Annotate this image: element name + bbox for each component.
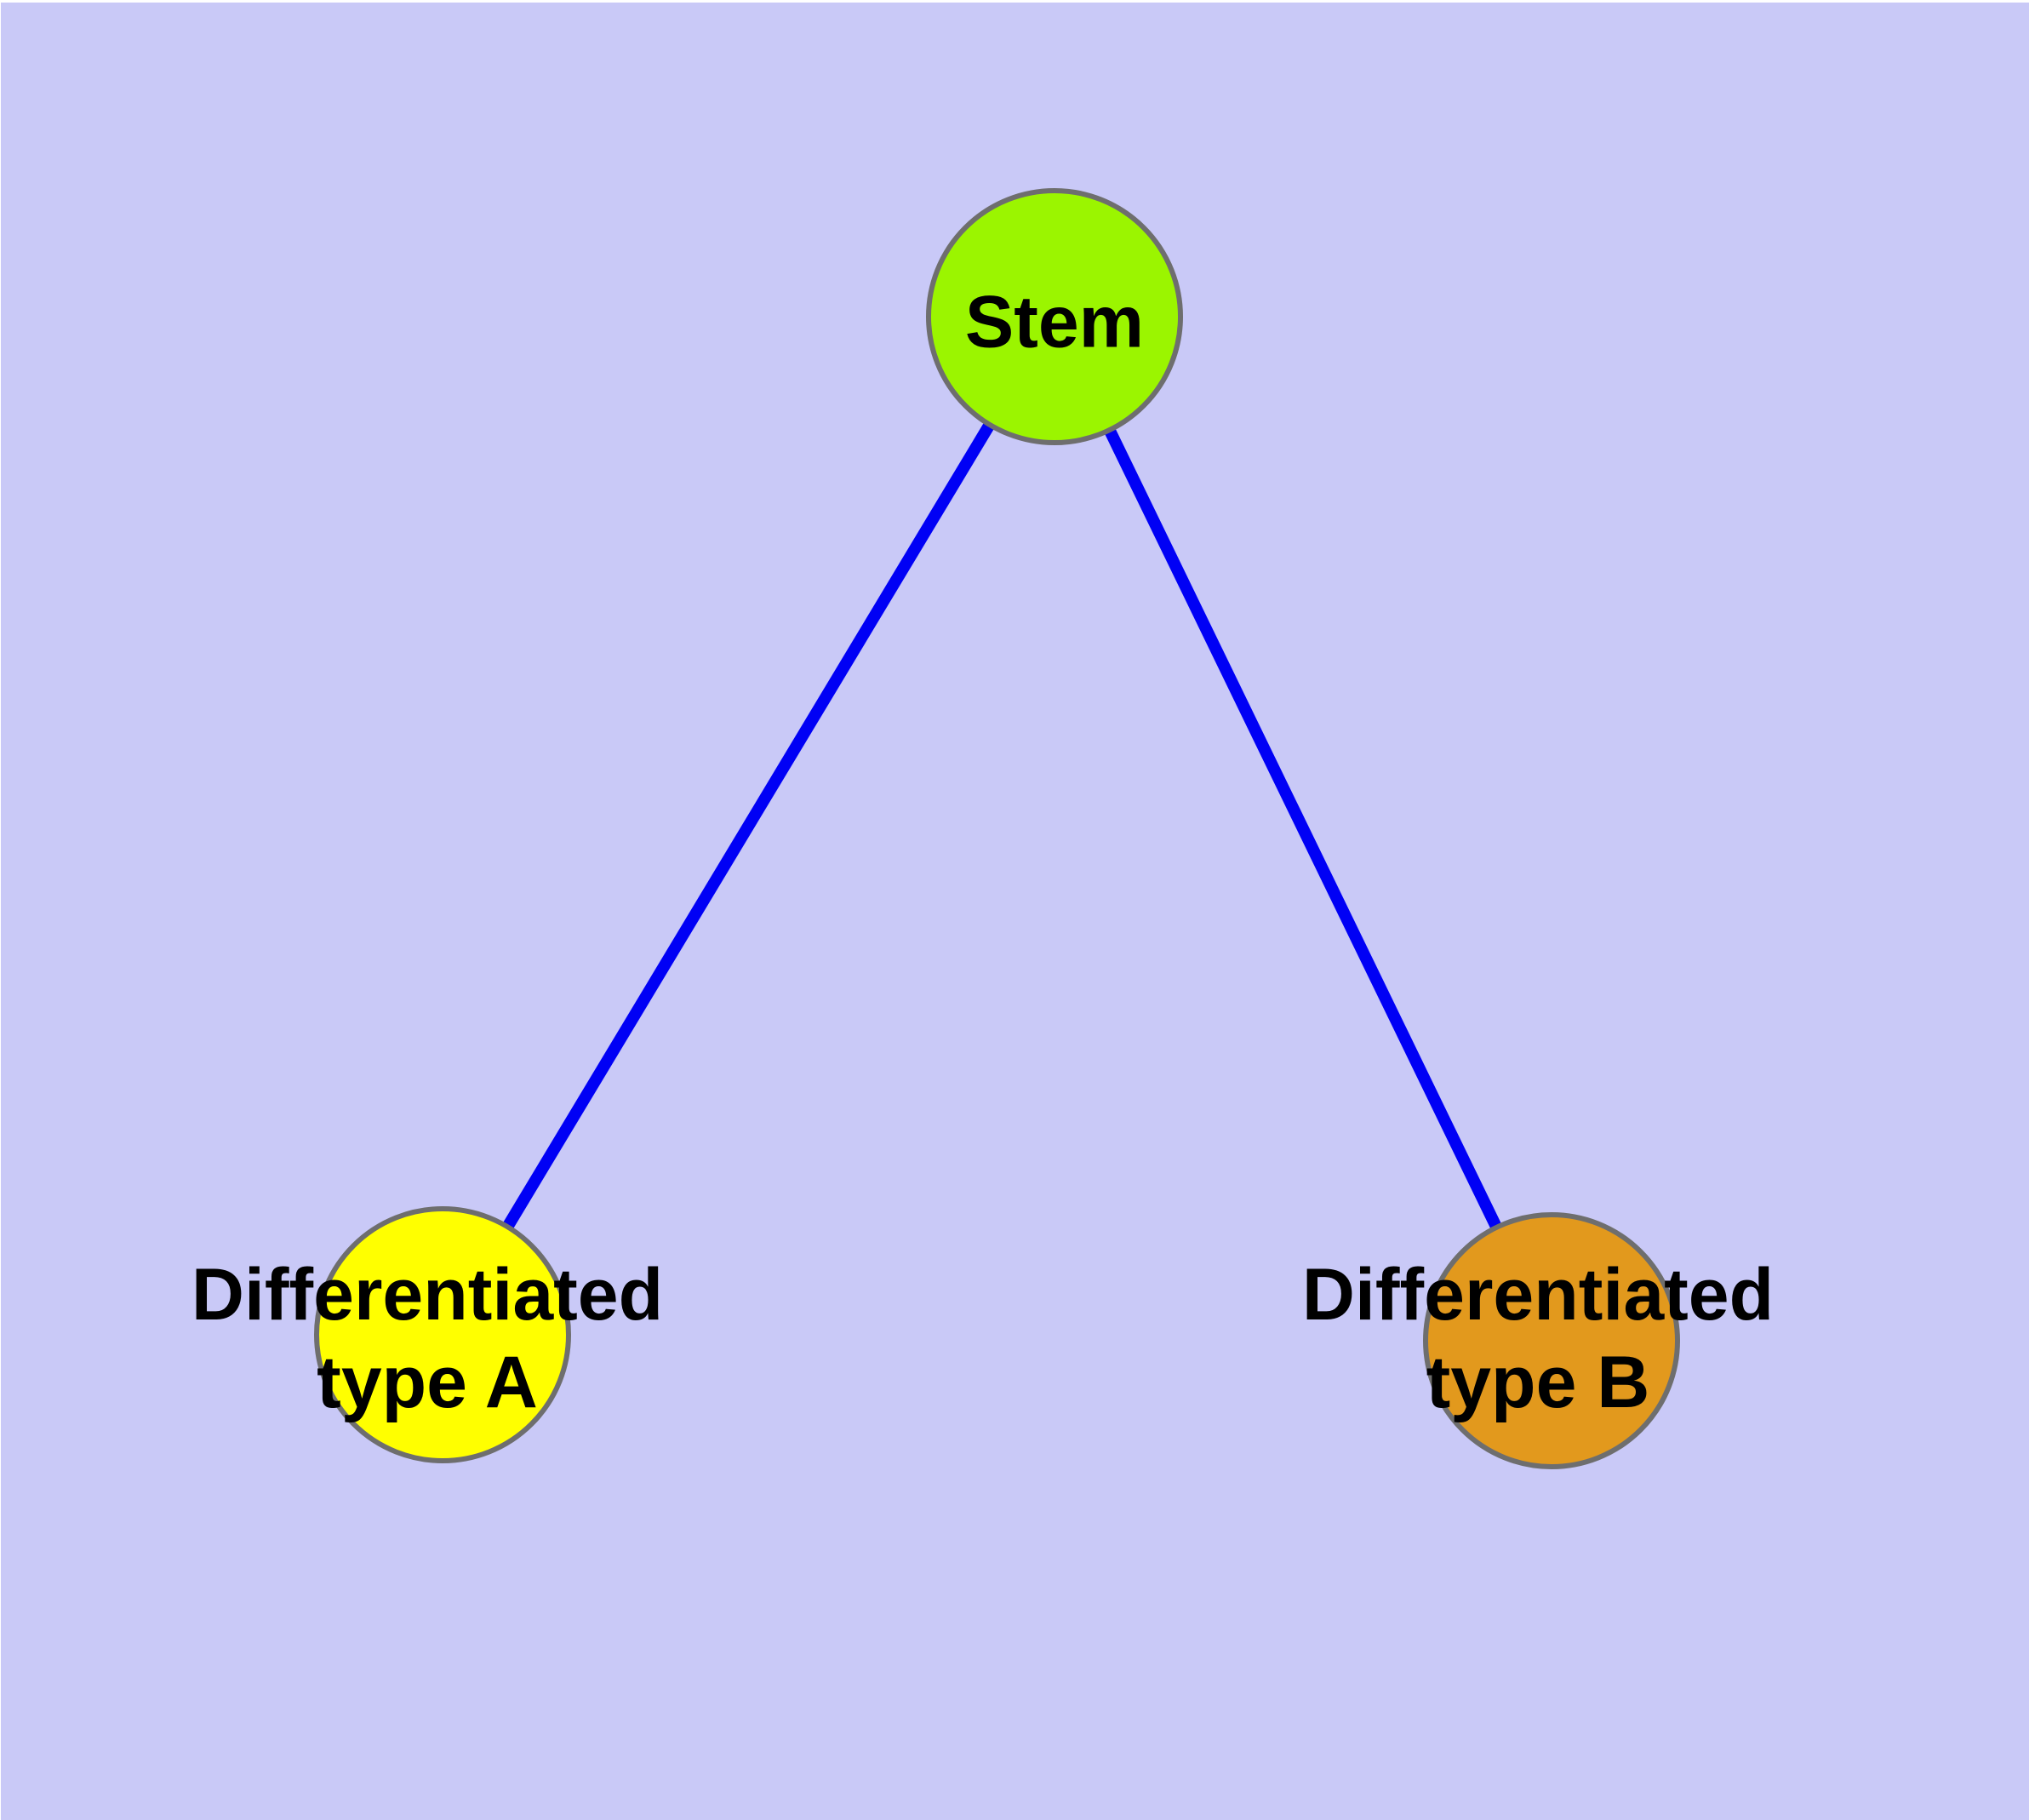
- edge-stem-to-type-a: [437, 313, 1060, 1338]
- edge-stem-to-type-b: [1049, 313, 1557, 1344]
- diagram-canvas: Stem Differentiated type A Differentiate…: [1, 3, 2029, 1820]
- node-stem-circle: [926, 188, 1183, 445]
- node-stem-label: Stem: [964, 281, 1145, 363]
- node-differentiated-type-a-circle: [314, 1206, 571, 1463]
- node-differentiated-type-b-label: Differentiated type B: [1301, 1254, 1775, 1423]
- node-differentiated-type-a-label: Differentiated type A: [191, 1254, 664, 1423]
- graph-svg: [314, 188, 1680, 1469]
- node-differentiated-type-b-circle: [1423, 1212, 1680, 1469]
